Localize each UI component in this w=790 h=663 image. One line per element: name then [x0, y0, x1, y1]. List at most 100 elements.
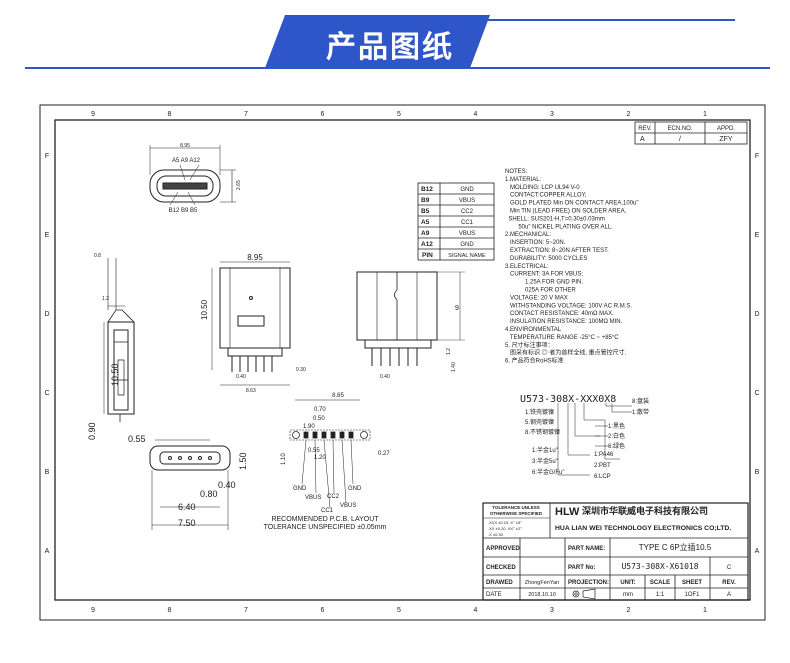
dim-rear-140: 1.40	[451, 362, 457, 372]
frame-col-label-top: 7	[244, 111, 248, 118]
dim-bottom-055: 0.55	[128, 434, 146, 444]
pcb-label-vbus2: VBUS	[340, 503, 356, 509]
color-option: 1:黑色	[608, 422, 625, 430]
projection-label: PROJECTION:	[568, 580, 609, 586]
frame-col-label-top: 6	[321, 111, 325, 118]
pcb-label-cc1: CC1	[321, 508, 334, 514]
pin-number: B5	[421, 208, 430, 215]
pcb-caption-2: TOLERANCE UNSPECIFIED ±0.05mm	[264, 524, 387, 531]
drawing-date: 2018.10.10	[528, 592, 556, 598]
pin-signal: VBUS	[459, 231, 475, 237]
frame-row-label-right: F	[755, 153, 759, 160]
drawing-frame	[39, 104, 766, 621]
frame-col-label-bottom: 9	[91, 607, 95, 614]
dim-pcb-190: 1.90	[303, 424, 315, 430]
frame-col-label-top: 2	[627, 111, 631, 118]
pin-number: A12	[421, 241, 433, 248]
dim-pcb-070: 0.70	[314, 407, 326, 413]
notes-block: NOTES:1.MATERIAL: MOLDING: LCP UL94 V-0 …	[505, 169, 639, 365]
dim-rear-9: 9	[455, 305, 459, 312]
tolerance-line-1: .XXX ±0.15 .X° ±5°	[488, 520, 522, 525]
dim-front-040: 0.40	[236, 374, 246, 380]
note-line: EXTRACTION: 8~20N AFTER TEST.	[505, 248, 609, 254]
frame-row-label-right: B	[755, 469, 760, 476]
note-line: 6. 产品符合RoHS标准	[505, 357, 564, 365]
dim-front-030: 0.30	[296, 367, 306, 373]
part-no-label: PART No:	[568, 565, 596, 571]
frame-col-label-top: 9	[91, 111, 95, 118]
frame-col-label-bottom: 1	[703, 607, 707, 614]
frame-col-label-bottom: 3	[550, 607, 554, 614]
part-code-list-plating: 1:半金1u"3:半金5u"6:半金G/Fu"	[532, 446, 564, 476]
note-line: TEMPERATURE RANGE -25°C ~ +85°C	[505, 335, 619, 341]
dim-top-width: 8.95	[180, 143, 190, 149]
frame-col-label-top: 1	[703, 111, 707, 118]
approved-label: APPROVED	[486, 546, 520, 552]
unit-label: UNIT:	[620, 580, 635, 586]
rev-header-ecn: ECN.NO.	[667, 126, 692, 132]
rev-row-ecn: /	[679, 136, 681, 143]
note-line: 5. 尺寸标注事项：	[505, 341, 554, 349]
note-line: INSULATION RESISTANCE: 100MΩ MIN.	[505, 319, 623, 325]
connector-rear-view	[356, 271, 465, 366]
note-line: MOLDING: LCP UL94 V-0	[505, 185, 580, 191]
note-line: Min TIN (LEAD FREE) ON SOLDER AREA,	[505, 209, 627, 215]
frame-col-label-bottom: 2	[627, 607, 631, 614]
rev-row-appd: ZFY	[719, 136, 733, 143]
rev-value: A	[727, 592, 731, 598]
color-option: 6:绿色	[608, 442, 625, 450]
frame-col-label-top: 8	[168, 111, 172, 118]
pcb-label-gnd2: GND	[348, 486, 362, 492]
pcb-caption-1: RECOMMENDED P.C.B. LAYOUT	[271, 516, 379, 523]
note-line: CONTACT:COPPER ALLOY,	[505, 193, 587, 199]
frame-row-label-right: C	[754, 390, 759, 397]
tolerance-header-2: OTHERWISE SPECIFIED	[490, 511, 543, 516]
frame-row-label-left: B	[45, 469, 50, 476]
note-line: INSERTION: 5~20N.	[505, 240, 566, 246]
part-name-label: PART NAME:	[568, 546, 605, 552]
note-line: 025A FOR OTHER	[505, 288, 576, 294]
plating-option: 1:半金1u"	[532, 446, 558, 454]
note-line: DURABILITY: 5000 CYCLES	[505, 256, 587, 262]
dim-rear-040: 0.40	[380, 374, 390, 380]
color-option: 2:白色	[608, 432, 625, 440]
frame-col-label-bottom: 5	[397, 607, 401, 614]
date-label: DATE	[486, 592, 502, 598]
connector-top-view	[149, 145, 236, 206]
scale-value: 1:1	[656, 592, 665, 598]
pin-number: B12	[421, 186, 433, 193]
dim-pcb-055: 0.55	[308, 448, 320, 454]
note-line: CURRENT: 3A FOR VBUS;	[505, 272, 583, 278]
note-line: 4.ENVIRONMENTAL	[505, 327, 562, 333]
pcb-label-gnd1: GND	[293, 486, 307, 492]
pin-footer-signal: SIGNAL NAME	[448, 253, 486, 259]
part-code-legend	[557, 403, 632, 476]
dim-front-height: 10.50	[200, 299, 209, 320]
frame-row-label-left: F	[45, 153, 49, 160]
frame-col-label-top: 3	[550, 111, 554, 118]
dim-pcb-110: 1.10	[281, 453, 287, 465]
rev-label: REV.	[722, 580, 736, 586]
frame-row-label-right: A	[755, 548, 760, 555]
dim-side-0-90: 0.90	[87, 422, 97, 440]
pin-signal: CC2	[461, 209, 474, 215]
connector-bottom-view	[149, 439, 231, 530]
frame-col-label-bottom: 7	[244, 607, 248, 614]
dim-side-1-2: 1.2	[102, 296, 109, 302]
housing-option: 2:PBT	[594, 463, 611, 469]
frame-col-label-bottom: 6	[321, 607, 325, 614]
note-line: VOLTAGE: 20 V MAX	[505, 295, 568, 301]
rev-header-rev: REV.	[638, 126, 652, 132]
projection-symbol	[572, 588, 596, 600]
pin-number: A9	[421, 230, 430, 237]
pcb-label-vbus1: VBUS	[305, 495, 321, 501]
note-line: CONTACT RESISTANCE: 40mΩ MAX.	[505, 311, 614, 317]
part-rev-c: C	[727, 565, 732, 571]
part-code-list-color: 1:黑色 2:白色 6:绿色	[608, 422, 625, 450]
dim-pcb-120: 1.20	[314, 455, 326, 461]
